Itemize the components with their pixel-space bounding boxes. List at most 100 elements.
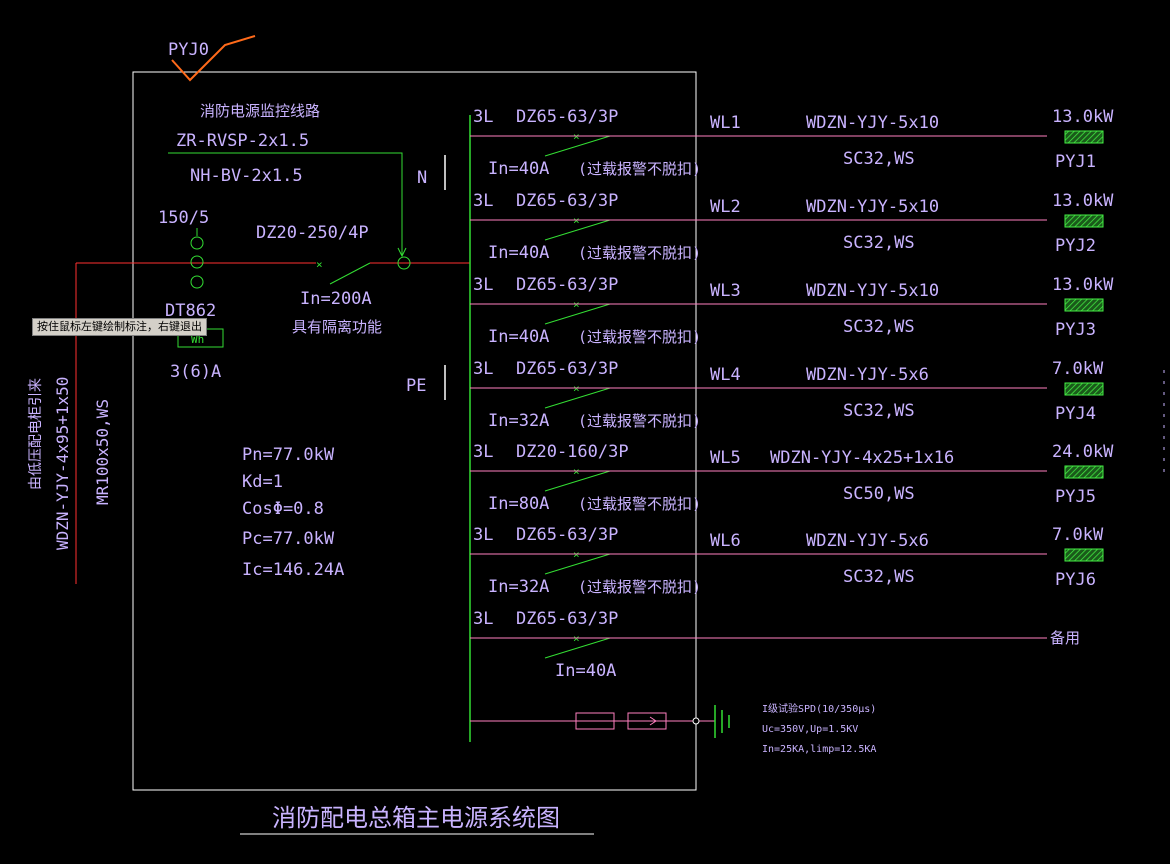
- incoming-source: 由低压配电柜引来: [28, 378, 44, 490]
- circuit-phase: 3L: [473, 275, 493, 295]
- circuit-id: WL5: [710, 448, 741, 468]
- meter-symbol: Wh: [191, 333, 204, 346]
- circuit-group: 3L DZ65-63/3P × In=40A (过载报警不脱扣) WL1 WDZ…: [470, 107, 1114, 681]
- circuit-cable: WDZN-YJY-5x10: [806, 113, 939, 133]
- pe-label: PE: [406, 376, 426, 396]
- ct-coil-icon-3: [190, 275, 204, 289]
- load-pc: Pc=77.0kW: [242, 529, 335, 549]
- monitor-title: 消防电源监控线路: [200, 102, 320, 120]
- spd-arrow-icon: [638, 716, 657, 726]
- spd-line3: In=25KA,limp=12.5KA: [762, 744, 876, 755]
- circuit-conduit: SC32,WS: [843, 317, 915, 337]
- circuit-note: (过载报警不脱扣): [578, 244, 701, 262]
- circuit-conduit: SC32,WS: [843, 233, 915, 253]
- circuit-current: In=32A: [488, 411, 549, 431]
- circuit-row[interactable]: 3L DZ65-63/3P × In=40A (过载报警不脱扣) WL1 WDZ…: [470, 107, 1114, 179]
- breaker-blade: [544, 553, 611, 575]
- annotation-check-mark: [171, 35, 256, 82]
- breaker-blade: [544, 470, 611, 492]
- spare-phase: 3L: [473, 609, 493, 629]
- main-breaker-current: In=200A: [300, 289, 372, 309]
- circuit-breaker: DZ65-63/3P: [516, 191, 618, 211]
- circuit-id: WL3: [710, 281, 741, 301]
- circuit-row[interactable]: 3L DZ65-63/3P × In=40A (过载报警不脱扣) WL3 WDZ…: [470, 275, 1114, 347]
- cabinet-frame: [132, 71, 697, 791]
- load-pn: Pn=77.0kW: [242, 445, 335, 465]
- circuit-breaker: DZ20-160/3P: [516, 442, 629, 462]
- breaker-blade: [544, 135, 611, 157]
- load-icon: [1064, 465, 1104, 479]
- circuit-note: (过载报警不脱扣): [578, 412, 701, 430]
- breaker-blade: [544, 387, 611, 409]
- circuit-note: (过载报警不脱扣): [578, 578, 701, 596]
- circuit-phase: 3L: [473, 191, 493, 211]
- main-breaker-blade: [329, 262, 371, 285]
- circuit-breaker: DZ65-63/3P: [516, 359, 618, 379]
- circuit-phase: 3L: [473, 525, 493, 545]
- circuit-breaker: DZ65-63/3P: [516, 107, 618, 127]
- circuit-id: WL2: [710, 197, 741, 217]
- ct-ratio: 150/5: [158, 208, 209, 228]
- drawing-tooltip: 按住鼠标左键绘制标注，右键退出: [32, 318, 207, 336]
- circuit-id: WL4: [710, 365, 741, 385]
- breaker-blade: [544, 637, 611, 659]
- circuit-current: In=80A: [488, 494, 549, 514]
- ct-coil-icon: [190, 236, 204, 250]
- circuit-conduit: SC32,WS: [843, 567, 915, 587]
- circuit-current: In=40A: [488, 327, 549, 347]
- incoming-conduit: MR100x50,WS: [93, 399, 112, 505]
- breaker-blade: [544, 219, 611, 241]
- circuit-load: PYJ1: [1055, 152, 1096, 172]
- circuit-conduit: SC50,WS: [843, 484, 915, 504]
- main-breaker-x-icon: ×: [316, 258, 323, 271]
- circuit-note: (过载报警不脱扣): [578, 328, 701, 346]
- circuit-row[interactable]: 3L DZ65-63/3P × In=32A (过载报警不脱扣) WL4 WDZ…: [470, 359, 1104, 431]
- load-ic: Ic=146.24A: [242, 560, 344, 580]
- load-icon: [1064, 214, 1104, 228]
- top-label: PYJ0: [168, 40, 209, 60]
- spare-current: In=40A: [555, 661, 616, 681]
- main-breaker-model: DZ20-250/4P: [256, 223, 369, 243]
- circuit-conduit: SC32,WS: [843, 149, 915, 169]
- load-kd: Kd=1: [242, 472, 283, 492]
- circuit-current: In=32A: [488, 577, 549, 597]
- n-label: N: [417, 168, 427, 188]
- circuit-power: 13.0kW: [1052, 107, 1114, 127]
- circuit-id: WL1: [710, 113, 741, 133]
- monitor-cable2: NH-BV-2x1.5: [190, 166, 303, 186]
- load-cos: CosΦ=0.8: [242, 499, 324, 519]
- monitor-arrow: [397, 247, 407, 258]
- spd-arrester-icon: [627, 712, 667, 730]
- main-breaker-note: 具有隔离功能: [292, 318, 382, 336]
- incoming-cable: WDZN-YJY-4x95+1x50: [53, 377, 72, 550]
- monitor-wire: [168, 152, 403, 255]
- load-icon: [1064, 548, 1104, 562]
- circuit-phase: 3L: [473, 359, 493, 379]
- circuit-load: PYJ3: [1055, 320, 1096, 340]
- spd-fuse-icon: [575, 712, 615, 730]
- diagram-title: 消防配电总箱主电源系统图: [272, 804, 560, 832]
- circuit-current: In=40A: [488, 243, 549, 263]
- circuit-phase: 3L: [473, 442, 493, 462]
- circuit-power: 13.0kW: [1052, 191, 1114, 211]
- circuit-note: (过载报警不脱扣): [578, 160, 701, 178]
- circuit-row[interactable]: 3L DZ65-63/3P × In=32A (过载报警不脱扣) WL6 WDZ…: [470, 525, 1104, 597]
- circuit-conduit: SC32,WS: [843, 401, 915, 421]
- spd-node: [692, 717, 700, 725]
- circuit-power: 7.0kW: [1052, 359, 1104, 379]
- circuit-current: In=40A: [488, 159, 549, 179]
- spare-breaker: DZ65-63/3P: [516, 609, 618, 629]
- circuit-id: WL6: [710, 531, 741, 551]
- circuit-row[interactable]: 3L DZ20-160/3P × In=80A (过载报警不脱扣) WL5 WD…: [470, 442, 1114, 514]
- circuit-phase: 3L: [473, 107, 493, 127]
- circuit-load: PYJ4: [1055, 404, 1096, 424]
- circuit-cable: WDZN-YJY-5x6: [806, 531, 929, 551]
- spare-circuit-row[interactable]: 3L DZ65-63/3P × In=40A 备用: [470, 609, 1080, 681]
- circuit-note: (过载报警不脱扣): [578, 495, 701, 513]
- circuit-power: 24.0kW: [1052, 442, 1114, 462]
- circuit-cable: WDZN-YJY-4x25+1x16: [770, 448, 954, 468]
- circuit-load: PYJ5: [1055, 487, 1096, 507]
- circuit-cable: WDZN-YJY-5x10: [806, 281, 939, 301]
- circuit-row[interactable]: 3L DZ65-63/3P × In=40A (过载报警不脱扣) WL2 WDZ…: [470, 191, 1114, 263]
